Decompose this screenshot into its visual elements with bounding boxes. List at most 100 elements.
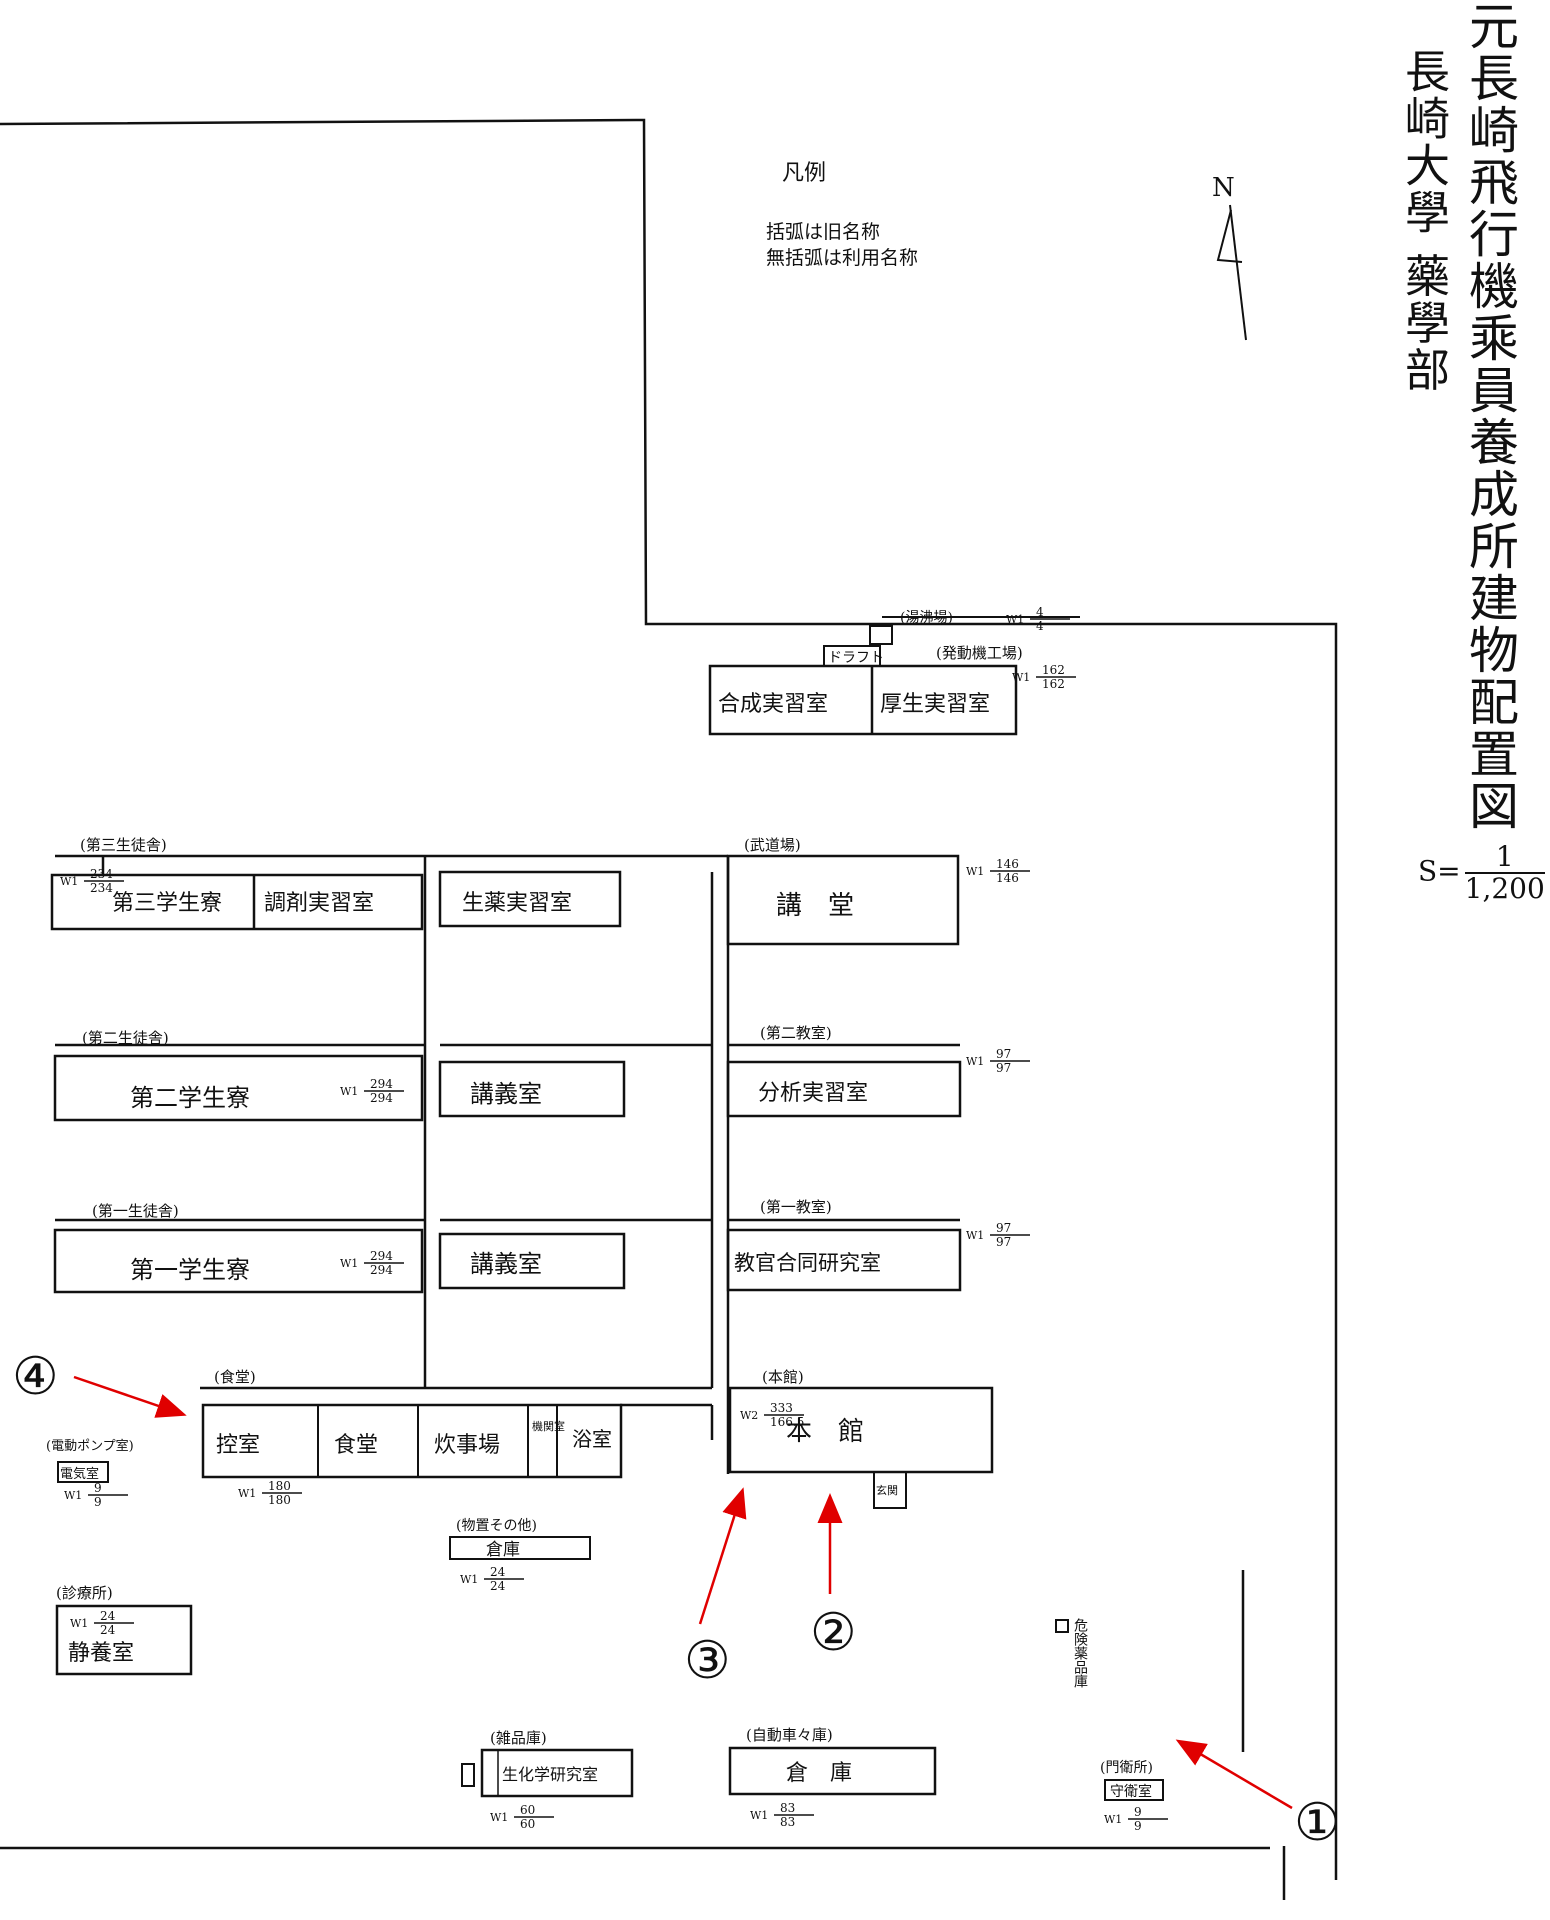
area-den-garage: 83	[780, 1815, 795, 1829]
old-name-first-dorm: (第一生徒舎)	[92, 1202, 179, 1220]
room-bath: 浴室	[572, 1427, 612, 1451]
building-row-2: 第二学生寮 講義室 分析実習室 (第二生徒舎) (第二教室)	[53, 1024, 962, 1122]
legend-line-2: 無括弧は利用名称	[766, 247, 918, 269]
area-num-garage: 83	[780, 1801, 795, 1815]
room-waiting: 控室	[216, 1433, 260, 1458]
area-w-analysis: W1	[966, 1055, 984, 1068]
area-num-analysis: 97	[996, 1047, 1011, 1061]
room-synthesis-lab: 合成実習室	[718, 692, 828, 717]
room-biochem-lab: 生薬実習室	[462, 891, 572, 916]
room-welfare-lab: 厚生実習室	[880, 692, 990, 717]
old-name-second-dorm: (第二生徒舎)	[82, 1029, 169, 1047]
room-garage: 倉 庫	[786, 1761, 852, 1786]
area-den-main_hall: 166.5	[770, 1415, 804, 1429]
area-w-goods: W1	[490, 1811, 508, 1824]
building-row-1: 第三学生寮 調剤実習室 生薬実習室 講 堂 (第三生徒舎) (武道場)	[50, 836, 960, 946]
marker-3: ③	[684, 1631, 731, 1691]
building-pump: 電気室 (電動ポンプ室)	[46, 1438, 134, 1483]
old-name-pump: (電動ポンプ室)	[46, 1438, 134, 1454]
legend-heading: 凡例	[782, 161, 826, 186]
area-w-third_dorm: W1	[60, 875, 78, 888]
area-den-faculty: 97	[996, 1235, 1011, 1249]
old-name-dining: (食堂)	[214, 1368, 256, 1386]
area-den-pump: 9	[94, 1495, 102, 1509]
marker-4: ④	[12, 1347, 59, 1407]
area-w-clinic: W1	[70, 1617, 88, 1630]
corridors	[55, 854, 960, 1474]
building-gate: 守衛室 (門衛所)	[1100, 1760, 1164, 1801]
markers: ④ ③ ② ①	[12, 1347, 1341, 1853]
area-num-pump: 9	[94, 1481, 102, 1495]
room-gate: 守衛室	[1110, 1783, 1152, 1800]
old-name-storage: (物置その他)	[456, 1518, 537, 1534]
room-pump: 電気室	[60, 1466, 99, 1482]
building-row-3: 第一学生寮 講義室 教官合同研究室 (第一生徒舎) (第一教室)	[53, 1198, 962, 1294]
area-w-second_dorm: W1	[340, 1085, 358, 1098]
old-name-goods: (雑品庫)	[490, 1729, 547, 1747]
area-den-third_dorm: 234	[90, 881, 113, 895]
map-subtitle: 長崎大學 藥學部	[1397, 48, 1450, 394]
room-entrance: 玄関	[876, 1483, 898, 1497]
room-lecture-2: 講義室	[470, 1250, 542, 1278]
room-faculty-lab: 教官合同研究室	[734, 1251, 881, 1275]
legend: 凡例 括弧は旧名称 無括弧は利用名称	[766, 161, 918, 269]
scale-numerator: 1	[1464, 842, 1545, 874]
old-name-garage: (自動車々庫)	[746, 1726, 833, 1744]
old-name-third-dorm: (第三生徒舎)	[80, 836, 167, 854]
room-prep-lab: 調剤実習室	[264, 891, 374, 916]
area-num-auditorium: 146	[996, 857, 1019, 871]
room-third-dorm: 第三学生寮	[112, 891, 222, 916]
room-kitchen: 炊事場	[434, 1433, 500, 1458]
area-w-dining: W1	[238, 1487, 256, 1500]
area-w-storage: W1	[460, 1573, 478, 1586]
area-den-second_dorm: 294	[370, 1091, 393, 1105]
room-dining: 食堂	[334, 1433, 378, 1458]
area-num-faculty: 97	[996, 1221, 1011, 1235]
area-den-gate: 9	[1134, 1819, 1142, 1833]
room-storage: 倉庫	[486, 1540, 520, 1560]
building-hazard: 危険薬品庫	[1055, 1618, 1088, 1688]
old-name-clinic: (診療所)	[56, 1584, 113, 1602]
scale-prefix: S=	[1418, 854, 1461, 888]
north-arrow: N	[1212, 173, 1247, 341]
area-den-dining: 180	[268, 1493, 291, 1507]
area-den-auditorium: 146	[996, 871, 1019, 885]
old-name-first-class: (第一教室)	[760, 1198, 832, 1216]
area-w-garage: W1	[750, 1809, 768, 1822]
scale-denominator: 1,200	[1464, 872, 1545, 905]
site-boundary	[0, 118, 1338, 1900]
area-labels: W144W1162162W1234234W1146146W1294294W197…	[60, 605, 1168, 1833]
old-name-second-class: (第二教室)	[760, 1024, 832, 1042]
room-second-dorm: 第二学生寮	[130, 1084, 250, 1112]
area-den-goods: 60	[520, 1817, 535, 1831]
area-num-first_dorm: 294	[370, 1249, 393, 1263]
area-w-auditorium: W1	[966, 865, 984, 878]
area-w-pump: W1	[64, 1489, 82, 1502]
building-garage: 倉 庫 (自動車々庫)	[728, 1726, 937, 1796]
red-arrows	[73, 1375, 1293, 1810]
old-name-power-factory: (発動機工場)	[936, 644, 1023, 662]
building-main-hall: 本 館 玄関 (本館)	[728, 1368, 994, 1509]
room-hazard: 危険薬品庫	[1072, 1618, 1088, 1688]
area-w-gate: W1	[1104, 1813, 1122, 1826]
area-num-gate: 9	[1134, 1805, 1142, 1819]
area-w-first_dorm: W1	[340, 1257, 358, 1270]
building-dining: 控室 食堂 炊事場 機関室 浴室 (食堂)	[201, 1368, 623, 1479]
area-w-kettle: W1	[1006, 613, 1024, 626]
building-storage: 倉庫 (物置その他)	[449, 1518, 591, 1560]
room-main-hall: 本 館	[786, 1417, 864, 1447]
area-den-storage: 24	[490, 1579, 506, 1593]
room-lecture-1: 講義室	[470, 1080, 542, 1108]
marker-1: ①	[1294, 1793, 1341, 1853]
marker-2: ②	[810, 1603, 857, 1663]
old-name-budo: (武道場)	[744, 836, 801, 854]
area-num-second_dorm: 294	[370, 1077, 393, 1091]
area-w-main_hall: W2	[740, 1409, 758, 1422]
old-name-kettle: (湯沸場)	[900, 609, 953, 626]
area-den-analysis: 97	[996, 1061, 1011, 1075]
area-num-main_hall: 333	[770, 1401, 793, 1415]
room-clinic: 静養室	[68, 1641, 134, 1666]
area-den-first_dorm: 294	[370, 1263, 393, 1277]
